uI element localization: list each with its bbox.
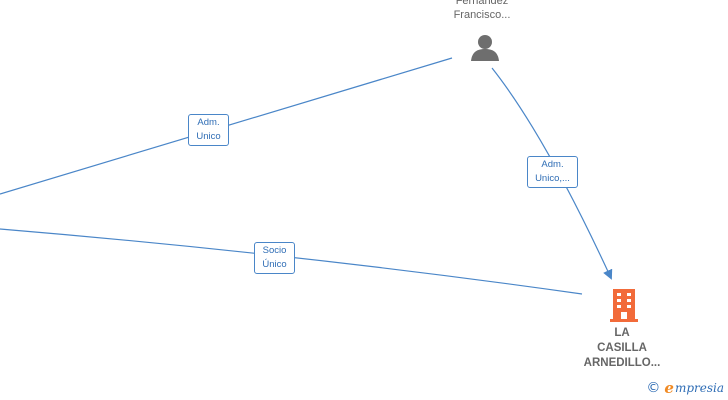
edge-label-socio-unico[interactable]: Socio Único (254, 242, 295, 274)
edge-label-line1: Adm. (197, 117, 220, 128)
company-node-label[interactable]: LA CASILLA ARNEDILLO... (572, 326, 672, 371)
building-icon[interactable] (608, 287, 640, 323)
edge-label-line2: Unico,... (535, 173, 570, 184)
company-name-line1: LA (614, 327, 630, 339)
person-node-label[interactable]: Fernandez Francisco... (436, 0, 528, 22)
copyright-symbol: © (646, 380, 661, 396)
person-name-line1: Fernandez (455, 0, 509, 7)
brand-logo: © e mpresia (646, 379, 724, 397)
edge-line-socio-unico (0, 228, 583, 295)
company-name-line3: ARNEDILLO... (583, 357, 661, 369)
company-name-line2: CASILLA (597, 342, 647, 354)
edge-label-line1: Socio (262, 245, 287, 256)
edge-line-adm-unico-company (491, 67, 613, 280)
edge-label-adm-unico[interactable]: Adm. Unico (188, 114, 229, 146)
edge-label-line2: Único (262, 259, 287, 270)
brand-name: mpresia (674, 381, 724, 395)
edge-label-line1: Adm. (541, 159, 564, 170)
person-name-line2: Francisco... (453, 9, 511, 21)
brand-e-letter: e (664, 379, 674, 397)
person-icon[interactable] (470, 32, 500, 62)
edge-label-line2: Unico (196, 131, 221, 142)
edge-label-adm-unico-company[interactable]: Adm. Unico,... (527, 156, 578, 188)
